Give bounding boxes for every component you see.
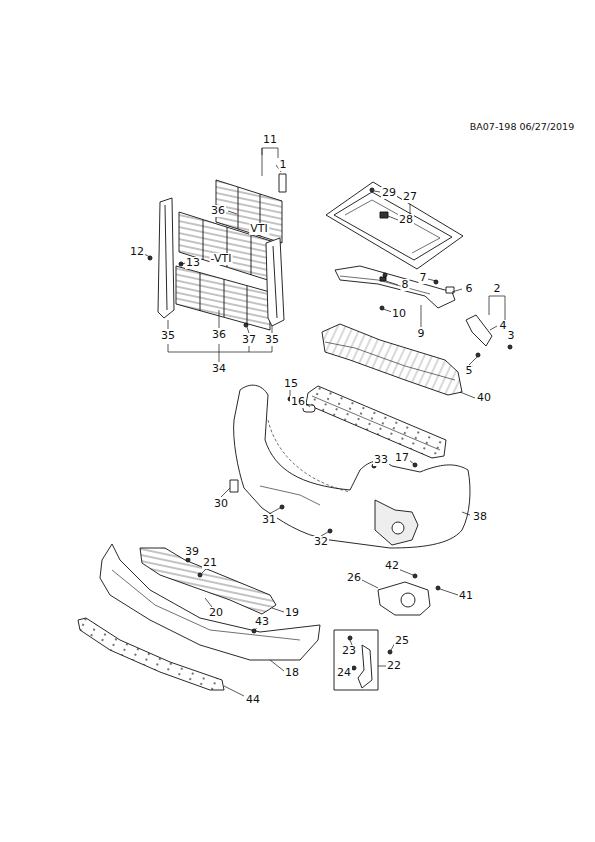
callout-number: 34 <box>211 363 227 375</box>
callout-number: 8 <box>401 279 410 291</box>
callout-number: 38 <box>472 511 488 523</box>
callout-number: 16 <box>290 396 306 408</box>
callout-number: 31 <box>261 514 277 526</box>
callout-number: 33 <box>373 454 389 466</box>
callout-number: 44 <box>245 694 261 706</box>
callout-number: 10 <box>391 308 407 320</box>
callout-number: 40 <box>476 392 492 404</box>
callout-number: 37 <box>241 334 257 346</box>
callout-number: 22 <box>386 660 402 672</box>
callout-number: 43 <box>254 616 270 628</box>
callout-number: 20 <box>208 607 224 619</box>
callout-number: 35 <box>160 330 176 342</box>
callout-number: 39 <box>184 546 200 558</box>
callout-number: 36 <box>211 329 227 341</box>
callout-number: 28 <box>398 214 414 226</box>
callout-number: 13 <box>185 257 201 269</box>
callout-number: 12 <box>129 246 145 258</box>
callout-number: 26 <box>346 572 362 584</box>
callout-number: -VTI <box>210 253 233 265</box>
callout-number: VTI <box>249 223 269 235</box>
callout-number: 6 <box>465 283 474 295</box>
callout-number: 30 <box>213 498 229 510</box>
callout-number: 15 <box>283 378 299 390</box>
callout-number: 24 <box>336 667 352 679</box>
callout-number: 3 <box>507 330 516 342</box>
callout-number: 36 <box>210 205 226 217</box>
callout-number: 35 <box>264 334 280 346</box>
callout-number: 21 <box>202 557 218 569</box>
callout-number: 42 <box>384 560 400 572</box>
callout-number: 1 <box>279 159 288 171</box>
callout-number: 29 <box>381 187 397 199</box>
callout-number: 18 <box>284 667 300 679</box>
callout-number: 2 <box>493 283 502 295</box>
callout-number: 5 <box>465 365 474 377</box>
callout-number: 7 <box>419 272 428 284</box>
callout-number: 19 <box>284 607 300 619</box>
callout-number: 11 <box>262 134 278 146</box>
callout-number: 23 <box>341 645 357 657</box>
callout-number: 32 <box>313 536 329 548</box>
callout-number: 27 <box>402 191 418 203</box>
callout-number: 9 <box>417 328 426 340</box>
callout-number: 41 <box>458 590 474 602</box>
callout-number: 17 <box>394 452 410 464</box>
reference-code: BA07-198 06/27/2019 <box>469 121 575 133</box>
callout-number: 25 <box>394 635 410 647</box>
